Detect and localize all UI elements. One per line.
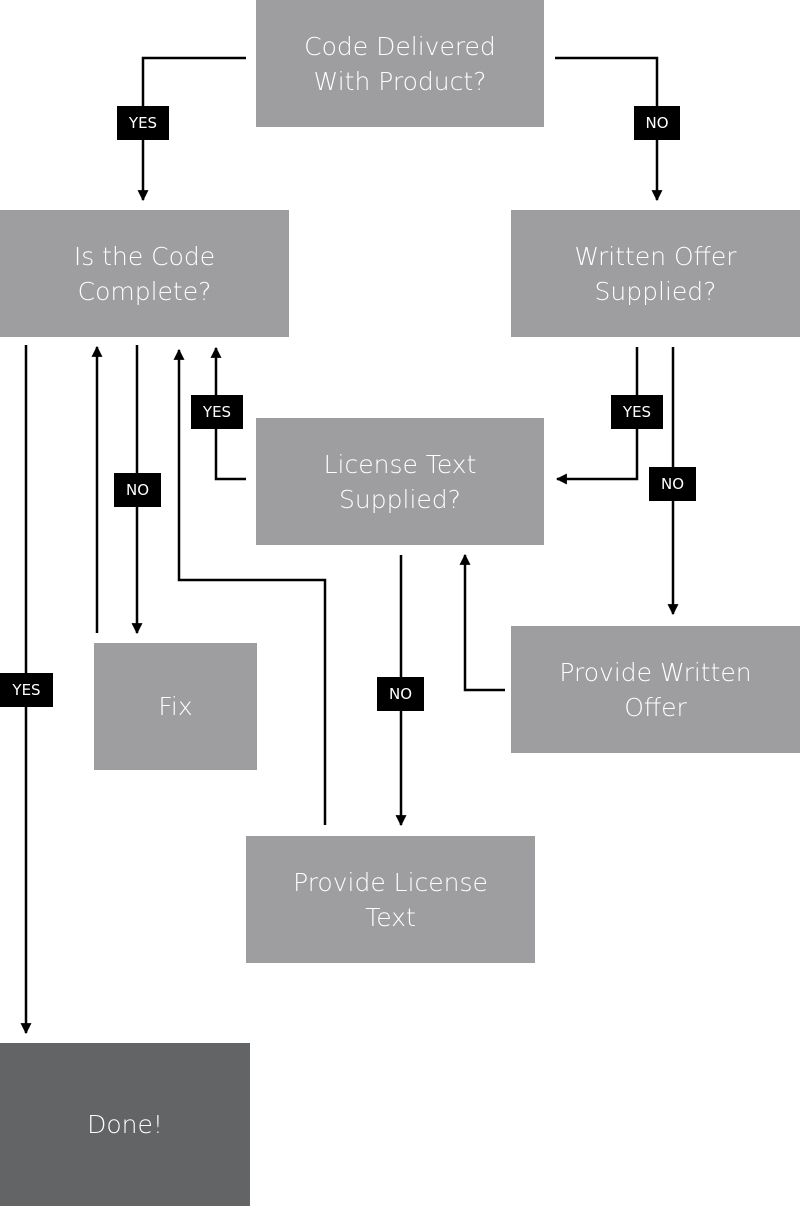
- label-no-complete: NO: [114, 473, 161, 507]
- arrow-offer-yes-license: [555, 347, 639, 485]
- arrow-provide-license-to-complete: [173, 348, 327, 825]
- node-done: Done!: [0, 1043, 250, 1206]
- arrow-delivered-no: [555, 56, 663, 202]
- label-yes-license: YES: [191, 395, 243, 429]
- label-yes-offer: YES: [611, 395, 663, 429]
- label-no-delivered: NO: [634, 106, 680, 140]
- arrow-provide-offer-to-license: [459, 553, 505, 692]
- label-no-license: NO: [377, 677, 424, 711]
- arrow-delivered-yes: [137, 56, 246, 202]
- label-no-offer: NO: [649, 467, 696, 501]
- arrow-license-yes-complete: [210, 346, 246, 481]
- label-yes-complete: YES: [0, 673, 53, 707]
- label-yes-delivered: YES: [117, 106, 169, 140]
- node-fix: Fix: [94, 643, 257, 770]
